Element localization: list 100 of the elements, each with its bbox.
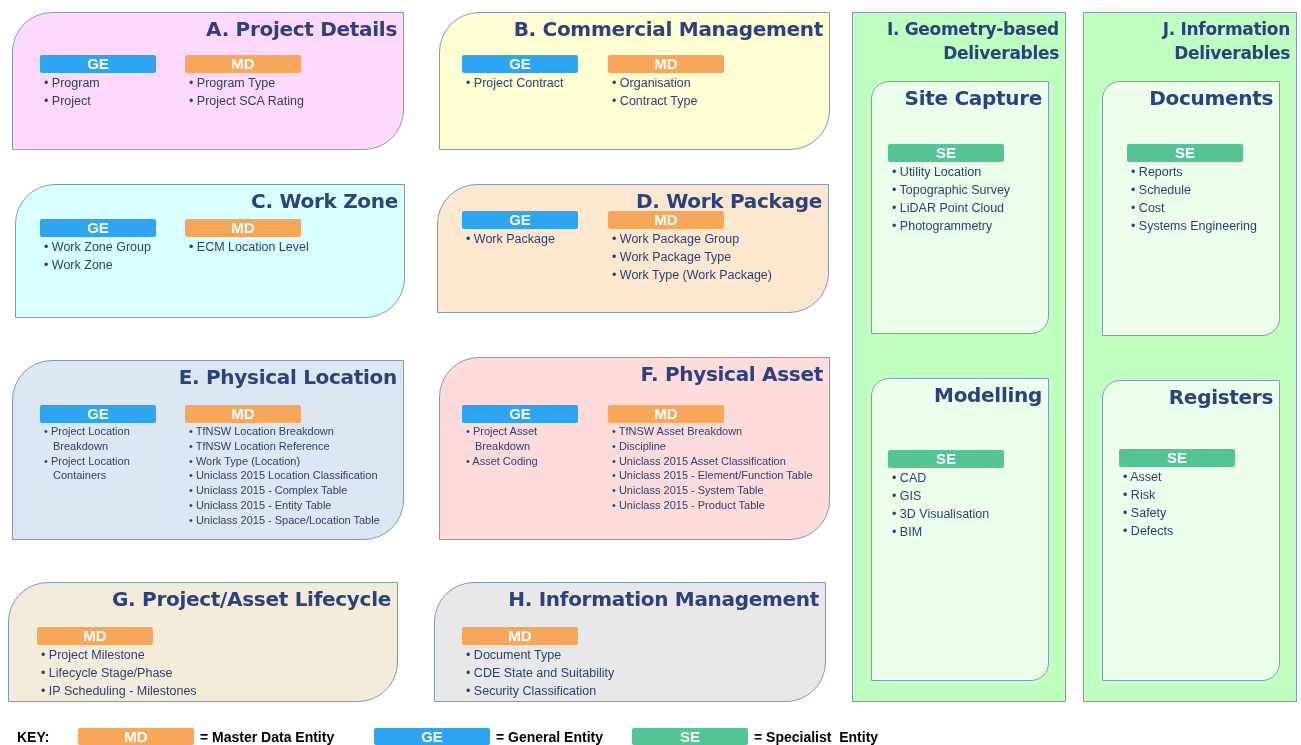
bullet-item: • Systems Engineering bbox=[1131, 218, 1257, 235]
panel-title: H. Information Management bbox=[508, 587, 819, 611]
bullet-item: • GIS bbox=[892, 488, 923, 505]
key-swatch: SE bbox=[632, 728, 748, 745]
bullet-item: • Uniclass 2015 - System Table bbox=[612, 483, 765, 498]
bullet-item: • Project Location Containers bbox=[44, 453, 131, 484]
group-panel bbox=[1102, 81, 1280, 336]
entity-tag: MD bbox=[608, 211, 724, 229]
bullet-item: • Uniclass 2015 - Space/Location Table bbox=[189, 512, 380, 528]
bullet-item: • CDE State and Suitability bbox=[466, 665, 615, 682]
bullet-item: • 3D Visualisation bbox=[892, 506, 990, 523]
bullet-item: • Topographic Survey bbox=[892, 182, 1011, 199]
panel-title: Site Capture bbox=[904, 86, 1042, 110]
panel-title: D. Work Package bbox=[635, 189, 822, 213]
category-panel bbox=[8, 582, 398, 702]
bullet-item: • Defects bbox=[1123, 523, 1174, 540]
panel-title: I. Geometry-based Deliverables bbox=[885, 18, 1059, 65]
bullet-item: • Project Asset Breakdown bbox=[466, 424, 539, 454]
bullet-item: • TfNSW Location Reference bbox=[189, 438, 331, 454]
entity-tag: MD bbox=[185, 405, 301, 423]
bullet-item: • Uniclass 2015 Asset Classification bbox=[612, 453, 787, 469]
bullet-item: • Project bbox=[44, 93, 92, 110]
entity-tag: GE bbox=[40, 55, 156, 73]
entity-tag: MD bbox=[462, 627, 578, 645]
key-swatch: MD bbox=[78, 728, 194, 745]
bullet-item: • Photogrammetry bbox=[892, 218, 994, 235]
entity-tag: MD bbox=[185, 219, 301, 237]
category-panel bbox=[15, 184, 405, 318]
panel-title: G. Project/Asset Lifecycle bbox=[112, 587, 391, 611]
entity-tag: GE bbox=[462, 405, 578, 423]
bullet-item: • Program Type bbox=[189, 75, 277, 92]
bullet-item: • Work Package Type bbox=[612, 249, 733, 266]
bullet-item: • Program bbox=[44, 75, 100, 92]
entity-tag: GE bbox=[40, 219, 156, 237]
panel-title: A. Project Details bbox=[206, 17, 397, 41]
category-panel bbox=[12, 360, 404, 540]
entity-tag: SE bbox=[888, 450, 1004, 468]
panel-title: E. Physical Location bbox=[178, 365, 397, 389]
panel-title: C. Work Zone bbox=[251, 189, 398, 213]
group-panel bbox=[1102, 380, 1280, 681]
key-text: = Master Data Entity bbox=[200, 729, 335, 745]
key-text: = General Entity bbox=[496, 729, 603, 745]
panel-title: B. Commercial Management bbox=[513, 17, 823, 41]
bullet-item: • Safety bbox=[1123, 505, 1168, 522]
panel-title: J. Information Deliverables bbox=[1160, 18, 1290, 65]
bullet-item: • Uniclass 2015 - Product Table bbox=[612, 498, 766, 513]
entity-tag: GE bbox=[40, 405, 156, 423]
bullet-item: • Work Package Group bbox=[612, 231, 741, 248]
bullet-item: • Asset Coding bbox=[466, 453, 539, 469]
key-text: = Specialist Entity bbox=[754, 729, 879, 745]
entity-tag: GE bbox=[462, 55, 578, 73]
bullet-item: • Organisation bbox=[612, 75, 692, 92]
bullet-item: • Risk bbox=[1123, 487, 1157, 504]
bullet-item: • Work Type (Work Package) bbox=[612, 267, 772, 284]
panel-title: Documents bbox=[1149, 86, 1273, 110]
entity-tag: MD bbox=[37, 627, 153, 645]
bullet-item: • Uniclass 2015 - Entity Table bbox=[189, 498, 333, 513]
category-panel bbox=[852, 12, 1066, 702]
bullet-item: • Lifecycle Stage/Phase bbox=[41, 665, 174, 682]
entity-tag: MD bbox=[608, 55, 724, 73]
bullet-item: • Work Zone bbox=[44, 257, 114, 274]
entity-tag: SE bbox=[1119, 449, 1235, 467]
bullet-item: • Uniclass 2015 - Complex Table bbox=[189, 483, 349, 498]
entity-tag: SE bbox=[888, 144, 1004, 162]
bullet-item: • CAD bbox=[892, 470, 928, 487]
key-swatch: GE bbox=[374, 728, 490, 745]
entity-tag: MD bbox=[608, 405, 724, 423]
bullet-item: • Project Contract bbox=[466, 75, 564, 92]
bullet-item: • Project Location Breakdown bbox=[44, 424, 131, 454]
bullet-item: • Cost bbox=[1131, 200, 1166, 217]
bullet-item: • ECM Location Level bbox=[189, 239, 309, 256]
bullet-item: • Uniclass 2015 - Element/Function Table bbox=[612, 468, 813, 484]
bullet-item: • Asset bbox=[1123, 469, 1163, 486]
bullet-item: • Document Type bbox=[466, 647, 563, 664]
category-panel bbox=[437, 184, 829, 313]
category-panel bbox=[1083, 12, 1297, 702]
group-panel bbox=[871, 378, 1049, 681]
category-panel bbox=[439, 12, 830, 150]
entity-tag: SE bbox=[1127, 144, 1243, 162]
bullet-item: • Project SCA Rating bbox=[189, 93, 304, 110]
bullet-item: • LiDAR Point Cloud bbox=[892, 200, 1006, 217]
category-panel bbox=[439, 357, 830, 540]
bullet-item: • Reports bbox=[1131, 164, 1184, 181]
bullet-item: • TfNSW Location Breakdown bbox=[189, 424, 335, 439]
key-heading: KEY: bbox=[17, 729, 50, 745]
panel-title: F. Physical Asset bbox=[640, 362, 823, 386]
category-panel bbox=[12, 12, 404, 150]
entity-tag: MD bbox=[185, 55, 301, 73]
bullet-item: • Work Type (Location) bbox=[189, 453, 302, 469]
bullet-item: • IP Scheduling - Milestones bbox=[41, 683, 197, 700]
bullet-item: • TfNSW Asset Breakdown bbox=[612, 424, 744, 439]
panel-title: Registers bbox=[1168, 385, 1273, 409]
bullet-item: • Work Zone Group bbox=[44, 239, 151, 256]
bullet-item: • Work Package bbox=[466, 231, 555, 248]
group-panel bbox=[871, 81, 1049, 334]
bullet-item: • BIM bbox=[892, 524, 924, 541]
panel-title: Modelling bbox=[934, 383, 1042, 407]
bullet-item: • Security Classification bbox=[466, 683, 598, 700]
bullet-item: • Discipline bbox=[612, 438, 667, 454]
bullet-item: • Schedule bbox=[1131, 182, 1192, 199]
